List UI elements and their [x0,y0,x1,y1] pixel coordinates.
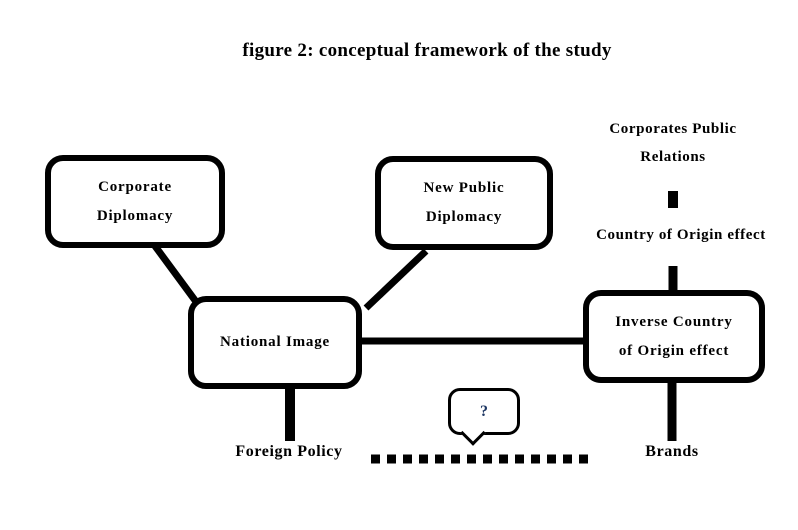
box-inverse-country-line1: Inverse Country [615,313,733,330]
box-national-image: National Image [188,296,362,389]
connector-newpublic-to-national [363,248,429,311]
label-corporates-public-relations: Corporates Public Relations [587,115,759,171]
figure-title: figure 2: conceptual framework of the st… [242,40,612,61]
question-mark: ? [480,402,488,420]
box-new-public-diplomacy: New Public Diplomacy [375,156,553,250]
box-inverse-country-line2: of Origin effect [618,342,730,359]
box-new-public-diplomacy-line2: Diplomacy [425,209,503,225]
label-corporates-public-relations-line2: Relations [640,149,706,165]
box-national-image-label: National Image [220,334,330,350]
box-corporate-diplomacy: Corporate Diplomacy [45,155,225,248]
box-corporate-diplomacy-line1: Corporate [98,178,172,195]
label-corporates-public-relations-line1: Corporates Public [609,121,737,137]
label-foreign-policy: Foreign Policy [235,443,343,460]
label-country-of-origin-effect: Country of Origin effect [596,227,766,243]
box-inverse-country-of-origin: Inverse Country of Origin effect [583,290,765,383]
label-brands: Brands [645,443,699,460]
box-new-public-diplomacy-line1: New Public [423,180,505,196]
question-bubble: ? [448,388,520,446]
connector-corporate-to-national [152,243,200,306]
box-corporate-diplomacy-line2: Diplomacy [96,207,174,224]
